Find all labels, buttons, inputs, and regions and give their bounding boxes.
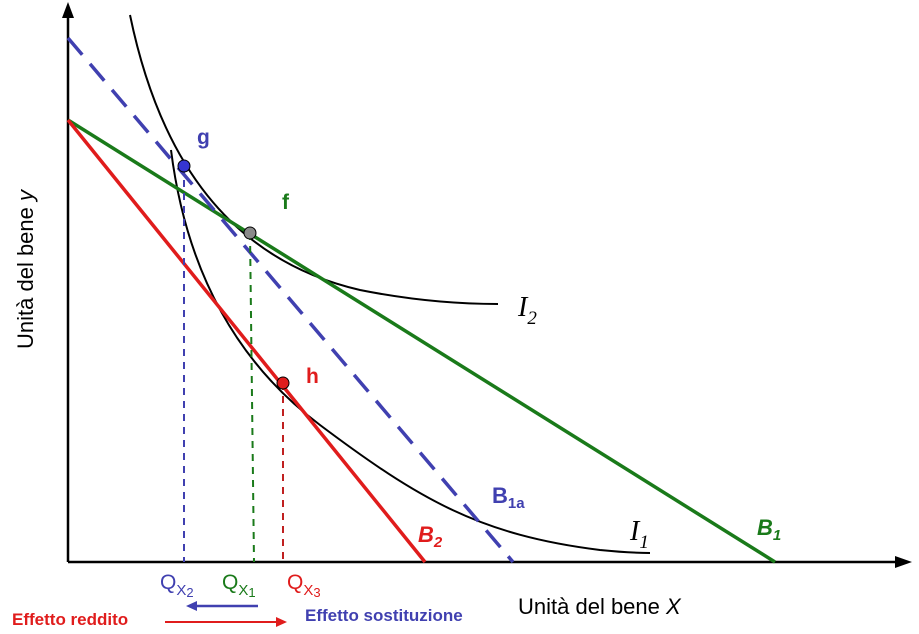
dropline-qx1 bbox=[249, 232, 255, 563]
budget-line-b1a bbox=[66, 36, 515, 564]
curve-i1-label: I1 bbox=[629, 516, 649, 553]
y-axis-arrowhead bbox=[62, 2, 74, 18]
substitution-effect-label: Effetto sostituzione bbox=[305, 606, 463, 625]
budget-line-b1 bbox=[67, 118, 776, 564]
point-f-label: f bbox=[282, 191, 290, 214]
point-h-marker bbox=[276, 376, 290, 390]
indifference-curve-i1 bbox=[170, 149, 651, 554]
budget-b1-label: B1 bbox=[757, 515, 781, 544]
x-axis-label: Unità del bene X bbox=[518, 594, 682, 619]
indifference-curve-i2 bbox=[129, 14, 499, 305]
x-axis-arrowhead bbox=[895, 556, 912, 568]
curve-i2-label: I2 bbox=[517, 292, 537, 329]
point-h-label: h bbox=[306, 365, 319, 388]
qx3-label: QX3 bbox=[287, 571, 321, 600]
budget-b2-label: B2 bbox=[418, 522, 443, 551]
qx2-label: QX2 bbox=[160, 571, 194, 600]
budget-b1a-label: B1a bbox=[492, 483, 525, 512]
income-effect-arrowhead bbox=[276, 617, 287, 627]
qx1-label: QX1 bbox=[222, 571, 256, 600]
point-g-label: g bbox=[197, 126, 210, 149]
income-effect-label: Effetto reddito bbox=[12, 610, 128, 629]
point-f-marker bbox=[243, 226, 257, 240]
point-g-marker bbox=[177, 159, 191, 173]
substitution-effect-arrowhead bbox=[186, 601, 197, 611]
y-axis-label: Unità del bene y bbox=[13, 188, 38, 349]
budget-line-b2 bbox=[66, 118, 427, 564]
